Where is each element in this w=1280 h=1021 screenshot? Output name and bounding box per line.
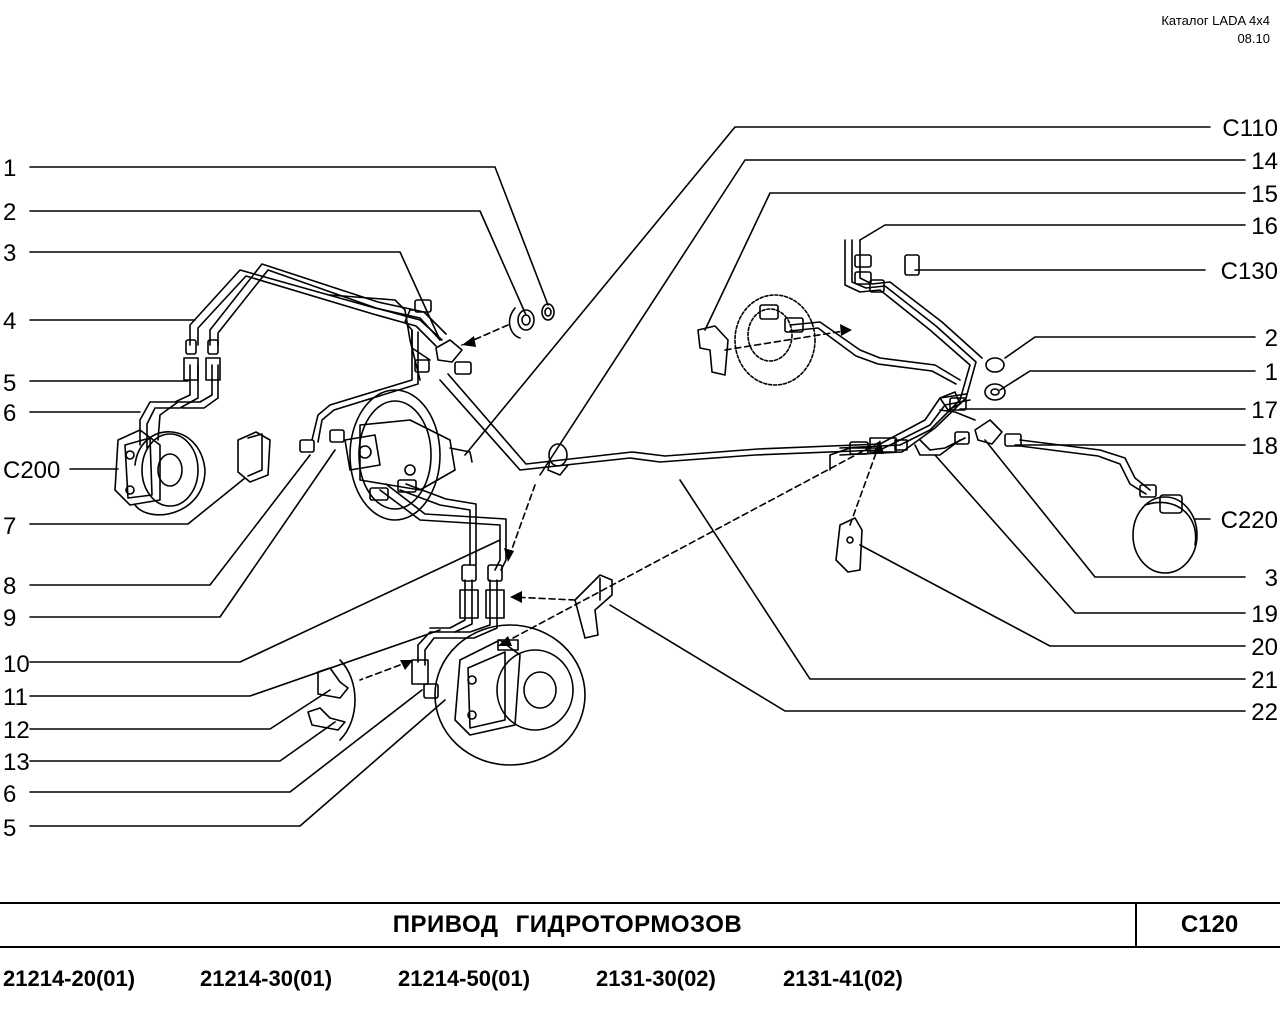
callout-label: 3 — [1265, 565, 1278, 592]
leader-lines-left — [29, 166, 549, 827]
callout-label: 18 — [1251, 433, 1278, 460]
model-list: 21214-20(01) 21214-30(01) 21214-50(01) 2… — [0, 966, 1280, 996]
model-code: 21214-30(01) — [200, 966, 333, 991]
brake-system-diagram: 1 2 3 4 5 6 C200 7 8 9 10 11 12 13 6 5 C… — [3, 115, 1278, 842]
callout-label: 6 — [3, 400, 16, 427]
brake-pads — [237, 431, 271, 483]
callout-label: 11 — [3, 684, 28, 711]
catalog-title: Каталог LADA 4x4 — [1161, 13, 1270, 28]
left-front-disc-brake — [114, 429, 206, 516]
callout-label: 2 — [3, 199, 16, 226]
rear-left-drum — [734, 294, 816, 386]
bracket-22 — [574, 574, 613, 639]
callout-label: 7 — [3, 513, 16, 540]
model-code: 21214-50(01) — [398, 966, 531, 991]
callout-label: C110 — [1222, 115, 1278, 142]
callout-label: 19 — [1251, 601, 1278, 628]
callout-label: 17 — [1251, 397, 1278, 424]
callout-label: 15 — [1251, 181, 1278, 208]
callout-label: 22 — [1251, 699, 1278, 726]
section-code: C120 — [1135, 904, 1280, 946]
model-code: 2131-30(02) — [596, 966, 716, 991]
right-front-disc-brake — [434, 624, 586, 766]
callout-label: 2 — [1265, 325, 1278, 352]
callout-label: 12 — [3, 717, 30, 744]
catalog-date: 08.10 — [1237, 31, 1270, 46]
model-code: 2131-41(02) — [783, 966, 903, 991]
callout-label: C130 — [1221, 258, 1278, 285]
page-title: ПРИВОД ГИДРОТОРМОЗОВ — [392, 911, 743, 938]
model-code: 21214-20(01) — [3, 966, 136, 991]
callout-label: 8 — [3, 573, 16, 600]
nut-washer-rear — [984, 357, 1006, 401]
callout-label: 6 — [3, 781, 16, 808]
callout-label: C200 — [3, 457, 60, 484]
callout-label: 5 — [3, 815, 16, 842]
callout-label: 21 — [1251, 667, 1278, 694]
vacuum-booster — [344, 389, 473, 521]
callout-label: 1 — [1265, 359, 1278, 386]
callouts-right: C110 14 15 16 C130 2 1 17 18 C220 3 19 2… — [1221, 115, 1278, 726]
callout-label: 14 — [1251, 148, 1278, 175]
arrow-heads — [400, 324, 884, 670]
callout-label: 4 — [3, 308, 16, 335]
callout-label: 9 — [3, 605, 16, 632]
grommet — [547, 443, 569, 476]
callouts-left: 1 2 3 4 5 6 C200 7 8 9 10 11 12 13 6 5 — [3, 155, 60, 842]
pipe-fittings — [183, 254, 1157, 699]
nut-washer-top — [508, 303, 555, 339]
callout-label: 13 — [3, 749, 30, 776]
assembly-arrows — [359, 324, 881, 681]
callout-label: 20 — [1251, 634, 1278, 661]
brake-pipes — [139, 239, 1151, 666]
brackets-12-13 — [307, 659, 356, 741]
callout-label: 10 — [3, 651, 30, 678]
rear-right-drum — [1132, 494, 1198, 574]
bracket-20 — [835, 517, 863, 573]
callout-label: 5 — [3, 370, 16, 397]
bracket-15 — [697, 325, 729, 376]
callout-label: 1 — [3, 155, 16, 182]
callout-label: 3 — [3, 240, 16, 267]
title-bar: ПРИВОД ГИДРОТОРМОЗОВ C120 — [0, 902, 1280, 948]
leader-lines-right — [464, 126, 1256, 712]
callout-label: C220 — [1221, 507, 1278, 534]
callout-label: 16 — [1251, 213, 1278, 240]
